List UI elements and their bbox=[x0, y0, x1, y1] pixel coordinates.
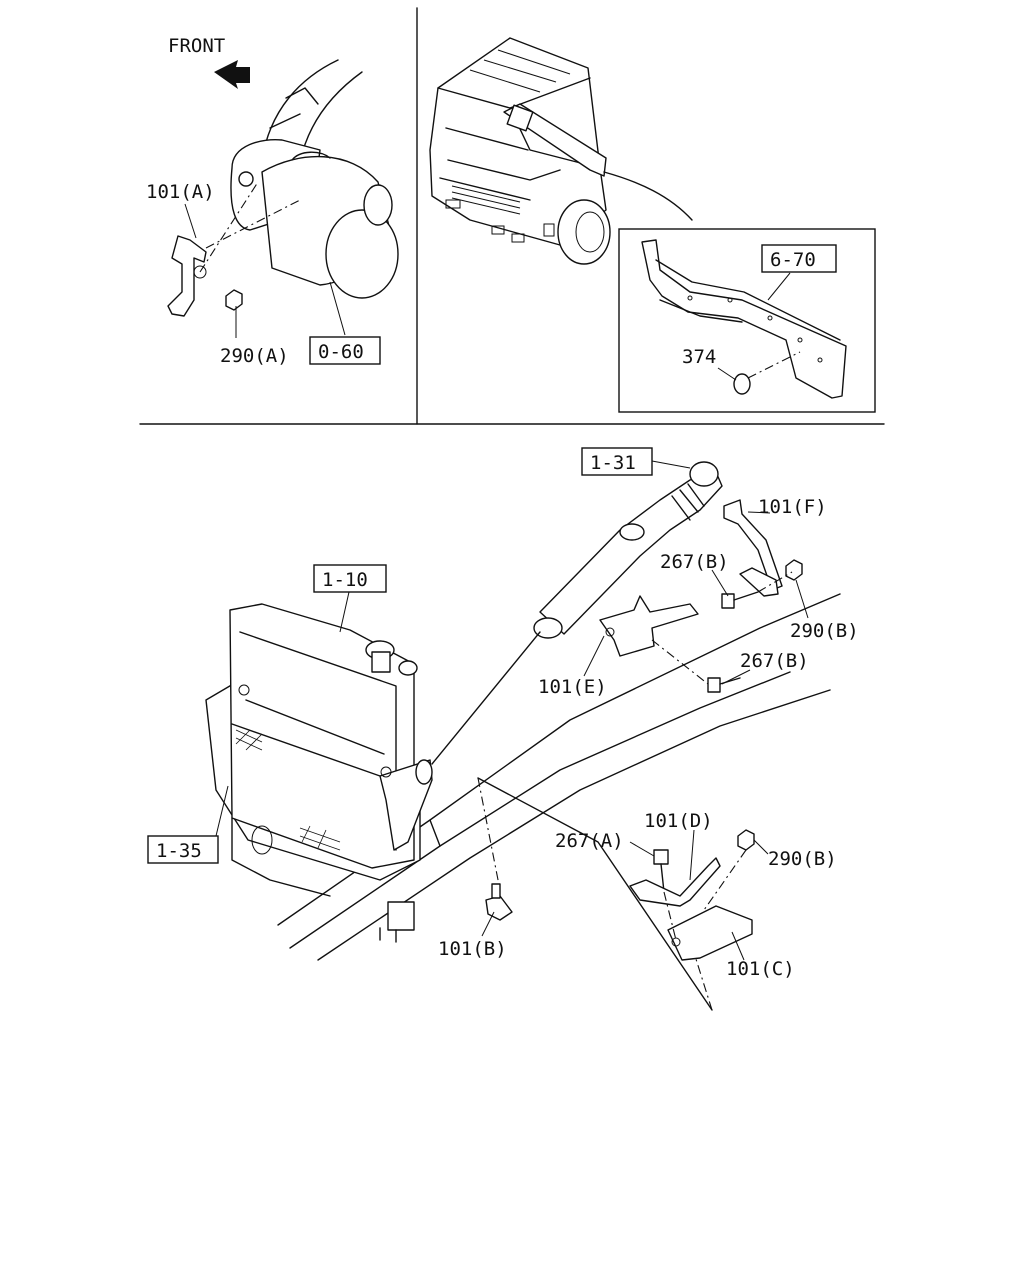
ref-box-1-35 bbox=[147, 835, 219, 864]
starter-motor-illustration bbox=[167, 59, 399, 338]
bottom-leader-lines bbox=[215, 460, 809, 961]
ref-1-10: 1-10 bbox=[322, 569, 368, 591]
label-267b-upper: 267(B) bbox=[660, 551, 729, 573]
label-101c: 101(C) bbox=[726, 958, 795, 980]
frame-labels: 6-70 374 bbox=[682, 244, 837, 368]
front-label: FRONT bbox=[168, 35, 225, 57]
label-267a: 267(A) bbox=[555, 830, 624, 852]
ref-6-70: 6-70 bbox=[770, 249, 816, 271]
bracket-101e-group bbox=[599, 595, 741, 693]
front-arrow-icon bbox=[214, 60, 250, 89]
ref-1-31: 1-31 bbox=[590, 452, 636, 474]
label-101b: 101(B) bbox=[438, 938, 507, 960]
label-101d: 101(D) bbox=[644, 810, 713, 832]
radiator-assembly bbox=[205, 603, 433, 897]
label-267b-lower: 267(B) bbox=[740, 650, 809, 672]
intake-duct bbox=[431, 461, 723, 765]
label-101f: 101(F) bbox=[758, 496, 827, 518]
ref-box-0-60 bbox=[309, 336, 381, 365]
label-290b-upper: 290(B) bbox=[790, 620, 859, 642]
label-374: 374 bbox=[682, 346, 716, 368]
bracket-101f-group bbox=[721, 499, 803, 609]
ref-1-35: 1-35 bbox=[156, 840, 202, 862]
label-290b-lower: 290(B) bbox=[768, 848, 837, 870]
label-101a: 101(A) bbox=[146, 181, 215, 203]
panel-dividers bbox=[139, 7, 885, 425]
label-101e: 101(E) bbox=[538, 676, 607, 698]
ref-box-6-70 bbox=[761, 244, 837, 273]
starter-labels: FRONT 101(A) 290(A) 0-60 bbox=[146, 35, 381, 367]
ref-0-60: 0-60 bbox=[318, 341, 364, 363]
ref-box-1-10 bbox=[313, 564, 387, 593]
bracket-101b-101c-101d-group bbox=[477, 777, 755, 1011]
bottom-labels: 1-31 1-10 1-35 101(F) 267(B) 290(B) 267(… bbox=[147, 447, 859, 980]
label-290a: 290(A) bbox=[220, 345, 289, 367]
chassis-frame bbox=[277, 593, 841, 961]
truck-illustration bbox=[429, 37, 693, 265]
ref-box-1-31 bbox=[581, 447, 653, 476]
